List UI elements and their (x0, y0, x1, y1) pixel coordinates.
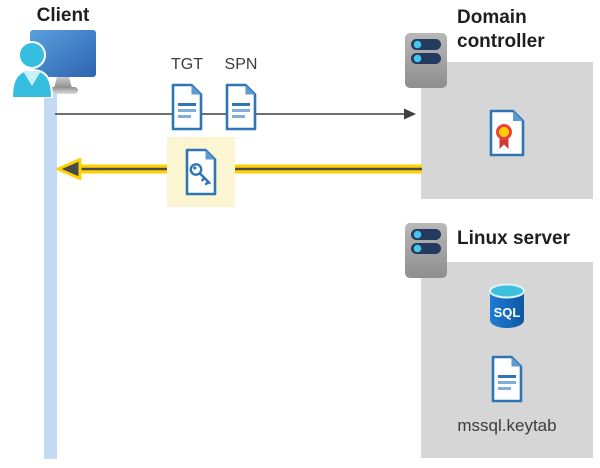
certificate-ribbon (499, 137, 509, 149)
linux-server-label: Linux server (457, 228, 570, 249)
request-arrowhead-icon (404, 108, 416, 120)
monitor-stand (54, 77, 72, 88)
service-ticket-key-icon (185, 148, 217, 196)
tgt-document-icon (171, 83, 203, 131)
sql-database-text: SQL (494, 305, 521, 320)
key-icon (189, 163, 203, 176)
response-arrow (56, 158, 422, 180)
spn-document-icon (225, 83, 257, 131)
person-head (18, 41, 46, 69)
spn-label: SPN (224, 56, 258, 73)
sql-database-icon: SQL (489, 283, 525, 328)
linux-server-icon (405, 223, 447, 278)
domain-controller-label-line1: Domain (457, 7, 527, 28)
domain-controller-label: Domain controller (457, 6, 545, 54)
keytab-document-icon (491, 355, 523, 403)
client-user-computer-icon (10, 30, 96, 98)
domain-controller-label-line2: controller (457, 31, 545, 52)
client-label: Client (36, 5, 90, 26)
certificate-icon (489, 109, 525, 157)
keytab-filename: mssql.keytab (457, 416, 557, 435)
tgt-label: TGT (171, 56, 203, 73)
monitor-base (48, 87, 78, 94)
person-collar (23, 71, 41, 86)
domain-controller-server-icon (405, 33, 447, 88)
certificate-seal (496, 124, 512, 140)
monitor-icon (30, 30, 96, 77)
response-arrowhead-icon (56, 158, 82, 180)
client-lifeline-bar (44, 93, 57, 459)
